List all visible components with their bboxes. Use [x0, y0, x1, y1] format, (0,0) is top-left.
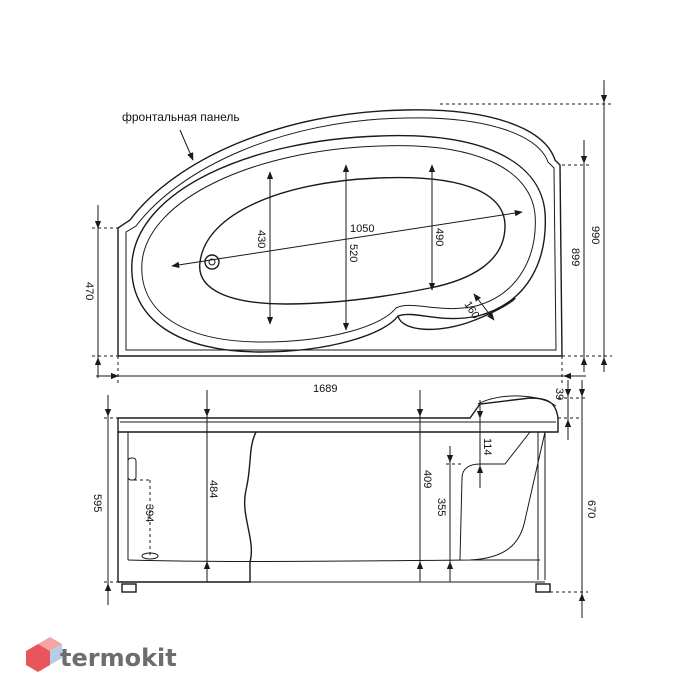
foot-right [535, 583, 551, 593]
dim-355: 355 [435, 498, 447, 516]
dim-1689: 1689 [313, 383, 337, 395]
dim-520: 520 [347, 244, 359, 262]
dim-470: 470 [83, 282, 95, 300]
dim-430: 430 [255, 230, 267, 248]
logo-cube-right [50, 644, 62, 665]
dim-line-1050 [171, 209, 523, 269]
logo-text: termokit [60, 644, 177, 672]
side-rim [117, 397, 559, 433]
drain-outer [204, 254, 220, 270]
dim-484: 484 [207, 480, 219, 498]
side-seat [459, 431, 531, 561]
front-panel [118, 431, 257, 583]
basin-inner [141, 145, 536, 343]
headrest [477, 395, 557, 407]
dim-490: 490 [433, 228, 445, 246]
basin-outer [131, 134, 547, 353]
dim-114: 114 [481, 438, 493, 456]
basin-bottom-oval [199, 176, 506, 305]
tub-rim-line [125, 117, 557, 351]
termokit-logo: termokit [26, 637, 177, 672]
top-view: 1050 430 520 490 160 фронтальная панель … [83, 80, 612, 395]
frontal-panel-leader [179, 129, 194, 161]
side-view: 394 595 484 409 355 [91, 380, 597, 618]
dim-1050: 1050 [350, 223, 374, 235]
overflow-fitting [127, 457, 137, 481]
dim-409: 409 [421, 470, 433, 488]
foot-left [121, 583, 137, 593]
tub-outer-outline [117, 109, 563, 357]
dim-394: 394 [143, 504, 155, 522]
dim-595: 595 [91, 494, 103, 512]
dim-line-160 [473, 293, 495, 321]
dim-899: 899 [569, 248, 581, 266]
dim-39: 39 [553, 388, 565, 400]
seat-shape [397, 297, 516, 330]
dim-990: 990 [589, 226, 601, 244]
frontal-panel-label: фронтальная панель [122, 110, 240, 124]
dim-670: 670 [585, 500, 597, 518]
logo-cube-left [26, 644, 50, 672]
drain-side [141, 552, 159, 560]
